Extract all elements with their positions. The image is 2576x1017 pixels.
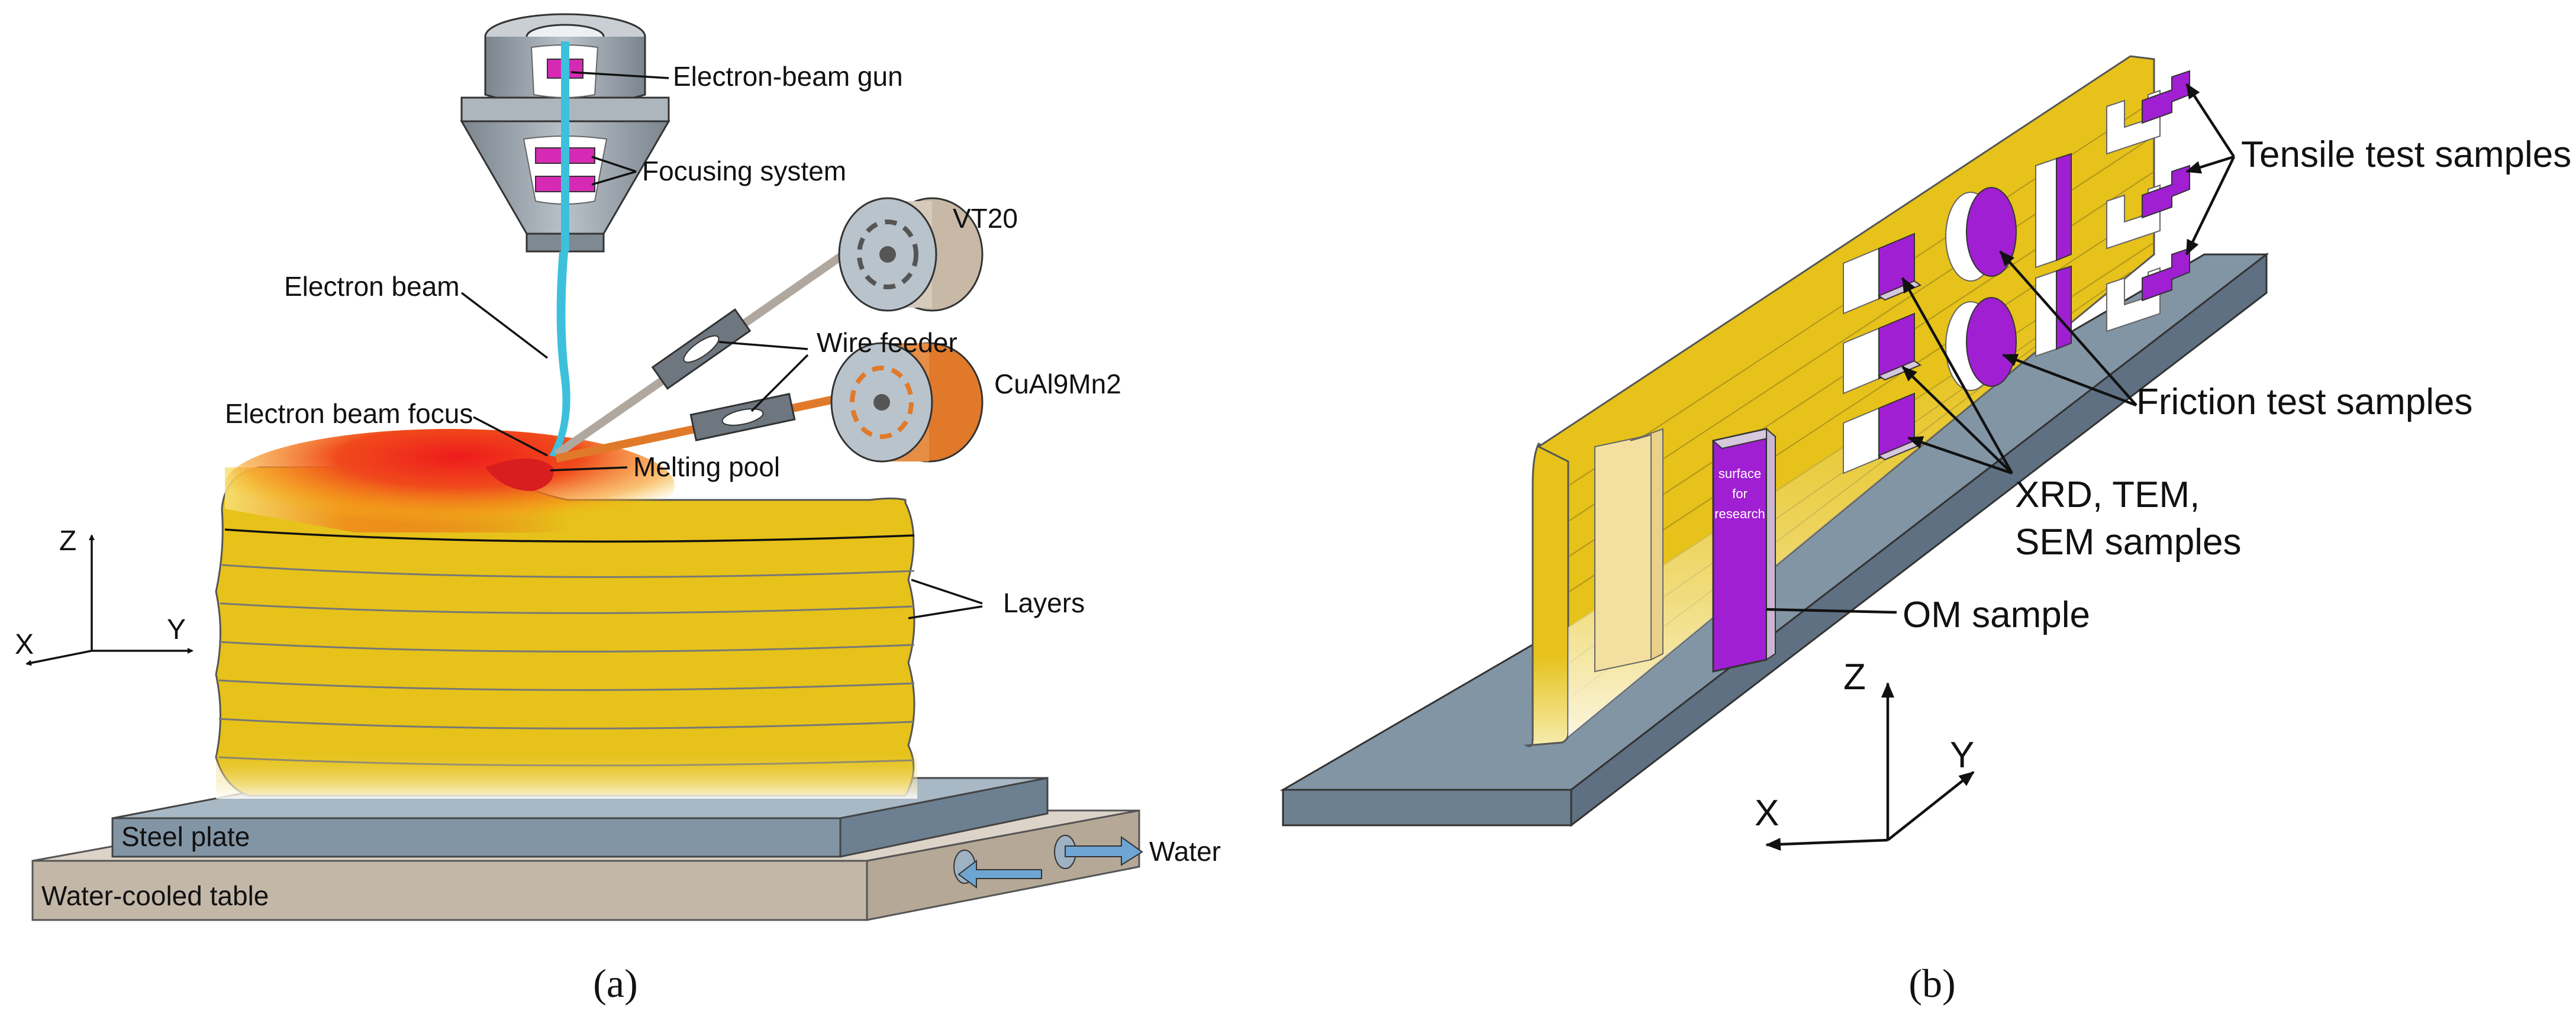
label-cual9mn2: CuAl9Mn2	[994, 369, 1121, 399]
feeder-leader-2	[750, 354, 809, 412]
friction-leader-2	[2002, 353, 2137, 407]
label-plate: Steel plate	[121, 821, 250, 852]
tensile-leader-2	[2185, 155, 2235, 174]
electron-beam-gun	[460, 13, 670, 253]
label-gun: Electron-beam gun	[673, 61, 903, 92]
xrd-leader-3	[1907, 436, 2013, 475]
focusing-leader-1	[591, 156, 637, 173]
friction-leader-1	[1999, 250, 2137, 406]
om-leader	[1766, 608, 1897, 614]
om-sample	[1711, 427, 1777, 673]
vt20-spool	[838, 197, 984, 312]
panel-a: Z Y X Electron-beam gun Focusing system …	[15, 13, 1221, 1006]
wire-feeder-1	[651, 308, 752, 390]
tensile-leader-3	[2185, 156, 2236, 256]
label-tensile: Tensile test samples	[2241, 134, 2571, 175]
om-surface-text-2: for	[1732, 486, 1748, 501]
axis-b-y-label: Y	[1950, 735, 1974, 776]
xrd-leader-1	[1901, 277, 2013, 474]
label-beam-focus: Electron beam focus	[225, 398, 473, 429]
layers-leader-1	[911, 579, 983, 605]
label-layers: Layers	[1003, 587, 1085, 618]
label-table: Water-cooled table	[41, 880, 269, 911]
caption-b: (b)	[1908, 961, 1955, 1006]
pool-leader	[550, 466, 628, 472]
label-om: OM sample	[1903, 595, 2090, 635]
axis-a-y-label: Y	[167, 614, 186, 645]
axis-a-z-label: Z	[59, 525, 76, 557]
cual9mn2-spool	[830, 342, 984, 463]
om-surface-text-1: surface	[1719, 466, 1761, 481]
axes-a	[25, 534, 194, 666]
label-beam: Electron beam	[284, 271, 460, 302]
tensile-test-samples	[2106, 70, 2190, 332]
axis-b-z-label: Z	[1843, 657, 1866, 698]
deposited-wall	[215, 429, 917, 799]
label-water: Water	[1149, 836, 1221, 867]
label-focusing: Focusing system	[642, 156, 846, 186]
focusing-leader-2	[591, 170, 637, 186]
label-xrd-line1: XRD, TEM,	[2015, 474, 2200, 515]
translucent-sample	[1594, 428, 1663, 673]
beam-leader	[460, 292, 549, 359]
feeder-leader-1	[718, 341, 808, 350]
label-feeder: Wire feeder	[817, 327, 957, 358]
label-vt20: VT20	[953, 203, 1018, 234]
label-friction: Friction test samples	[2136, 382, 2473, 422]
beam-focus-leader	[473, 416, 548, 457]
water-flow	[953, 835, 1143, 889]
panel-b: surface for research	[1279, 55, 2571, 1006]
electron-beam	[549, 251, 570, 457]
axis-b-x-label: X	[1755, 793, 1779, 834]
wire-feeder-2	[689, 393, 796, 441]
friction-test-samples	[1945, 187, 2017, 391]
axis-a-x-label: X	[15, 629, 34, 660]
xrd-leader-2	[1901, 366, 2013, 474]
label-xrd-line2: SEM samples	[2015, 522, 2241, 563]
label-pool: Melting pool	[633, 451, 780, 482]
om-surface-text-3: research	[1714, 506, 1765, 521]
caption-a: (a)	[593, 961, 637, 1006]
layers-leader-2	[908, 605, 983, 619]
gun-leader	[570, 71, 669, 79]
tensile-leader-1	[2185, 83, 2235, 158]
axes-b	[1765, 682, 1975, 851]
